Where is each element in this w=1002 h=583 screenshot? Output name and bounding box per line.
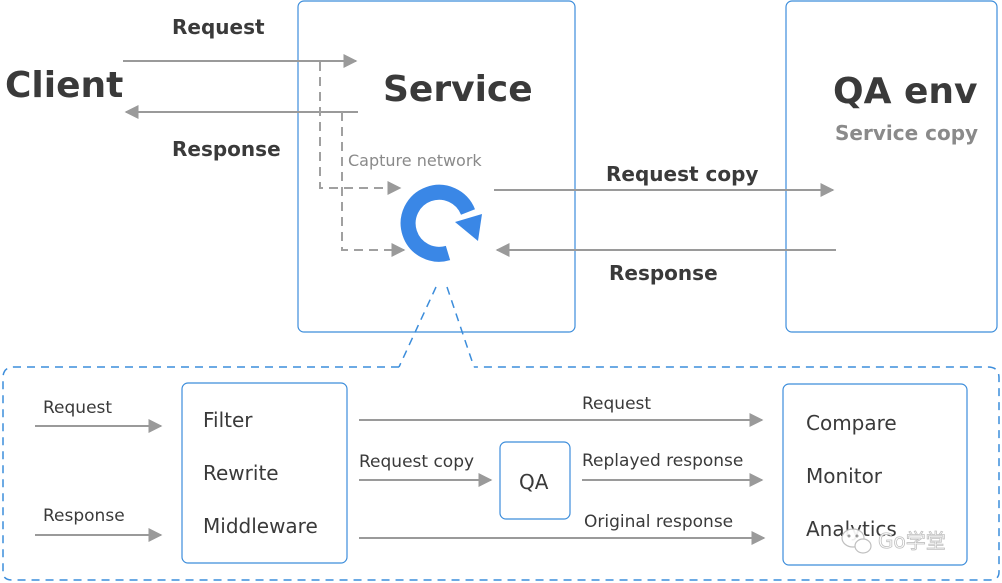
qa-env-label: QA env (833, 71, 978, 112)
rewrite-label: Rewrite (203, 461, 279, 485)
replayed-response-label: Replayed response (582, 451, 743, 471)
qa-label: QA (519, 470, 549, 494)
detail-panel (2, 366, 1000, 581)
request-in-label: Request (43, 398, 112, 418)
watermark: Go学堂 (841, 528, 946, 554)
capture-request-dash (319, 62, 402, 195)
analysis-box (782, 383, 968, 566)
zoom-line-right (446, 286, 475, 368)
response-in-label: Response (43, 506, 125, 526)
request-label: Request (172, 15, 265, 39)
service-copy-label: Service copy (835, 121, 978, 145)
watermark-text: Go学堂 (878, 529, 946, 553)
monitor-label: Monitor (806, 464, 883, 488)
request-copy-label: Request copy (606, 162, 758, 186)
client-label: Client (5, 65, 123, 106)
processing-box (181, 382, 348, 564)
service-label: Service (383, 69, 533, 110)
compare-label: Compare (806, 411, 897, 435)
capture-network-label: Capture network (348, 151, 482, 170)
capture-response-dash (341, 112, 406, 257)
wechat-icon (841, 528, 872, 554)
request-top-label: Request (582, 394, 651, 414)
middleware-label: Middleware (203, 514, 318, 538)
response-right-label: Response (609, 261, 718, 285)
service-box (297, 0, 576, 333)
request-copy-bottom-label: Request copy (359, 452, 474, 472)
original-response-label: Original response (584, 512, 733, 532)
capture-logo-icon (400, 184, 482, 262)
response-label: Response (172, 137, 281, 161)
filter-label: Filter (203, 408, 253, 432)
zoom-line-left (398, 286, 437, 368)
qa-env-box (785, 0, 998, 333)
qa-box (499, 441, 571, 520)
